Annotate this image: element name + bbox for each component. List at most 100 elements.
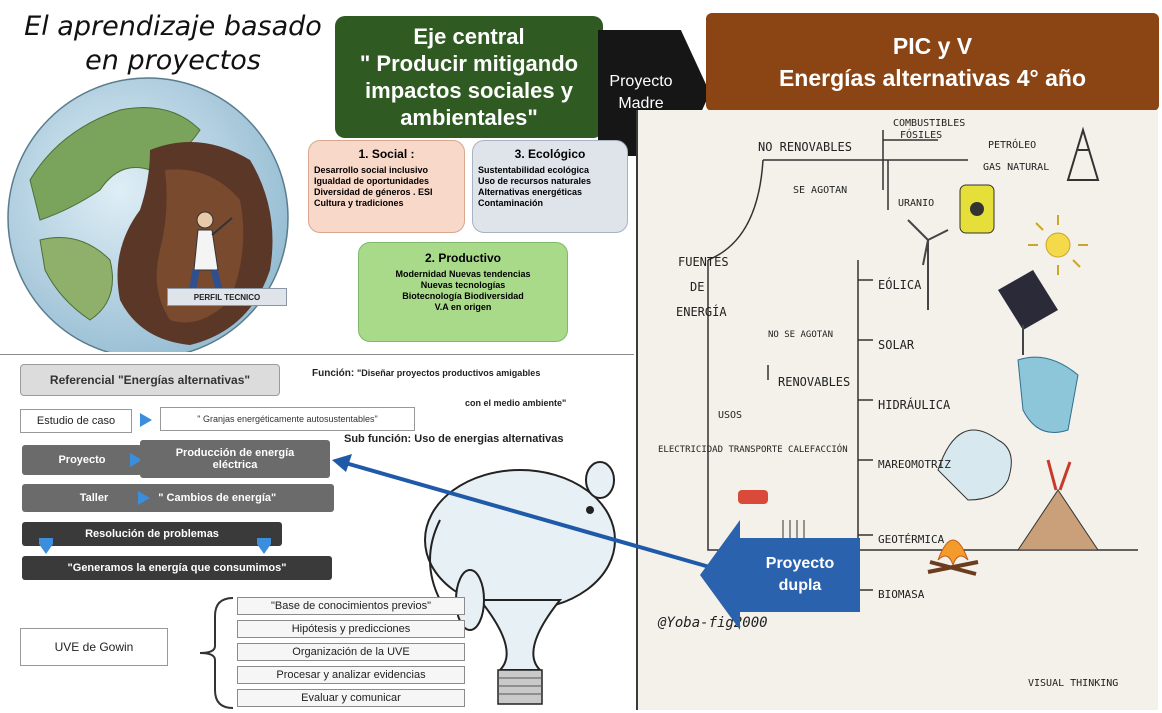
connector-arrow (332, 454, 721, 572)
ecologico-item: Sustentabilidad ecológica (478, 165, 590, 175)
sun-icon (1028, 215, 1088, 275)
eje-line2: " Producir mitigando (359, 51, 579, 76)
subfuncion-label: Sub función: (344, 433, 412, 445)
ecologico-item: Contaminación (478, 198, 544, 208)
subfuncion-text: Sub función: Uso de energias alternativa… (344, 433, 634, 445)
funcion-text: Función: "Diseñar proyectos productivos … (312, 368, 634, 379)
campfire-icon (927, 539, 979, 576)
uve-item: "Base de conocimientos previos" (237, 597, 465, 615)
arrow-down-icon (257, 538, 271, 554)
funcion-value: "Diseñar proyectos productivos amigables (357, 368, 541, 378)
oil-derrick-icon (1066, 126, 1100, 181)
productivo-item: V.A en origen (434, 302, 492, 312)
pic-line1: PIC y V (892, 33, 973, 59)
left-title-line2: en proyectos (85, 45, 261, 76)
ecologico-item: Alternativas energéticas (478, 187, 583, 197)
wave-icon (937, 429, 1012, 501)
uve-item: Organización de la UVE (237, 643, 465, 661)
poster-uranio: URANIO (898, 198, 935, 209)
perfil-tecnico-label: PERFIL TECNICO (167, 288, 287, 306)
visual-thinking-poster: NO RENOVABLES COMBUSTIBLES FÓSILES PETRÓ… (636, 110, 1158, 710)
left-title-line1: El aprendizaje basado (24, 11, 322, 42)
proyecto-value-line1: Producción de energía (175, 447, 295, 459)
poster-usos-line: ELECTRICIDAD TRANSPORTE CALEFACCIÓN (658, 445, 848, 455)
poster-no-renovables: NO RENOVABLES (758, 140, 852, 154)
proyecto-value-line2: eléctrica (212, 459, 258, 471)
poster-se-agotan: SE AGOTAN (793, 185, 848, 196)
funcion-text-cont: con el medio ambiente" (465, 398, 567, 408)
poster-gas: GAS NATURAL (983, 162, 1050, 173)
poster-fuentes-1: FUENTES (678, 255, 729, 269)
eje-line3: impactos sociales y (365, 78, 573, 103)
poster-eolica: EÓLICA (878, 278, 922, 292)
subfuncion-value: Uso de energias alternativas (414, 433, 564, 445)
productivo-box: 2. Productivo Modernidad Nuevas tendenci… (358, 242, 568, 342)
globe-illustration (7, 77, 289, 352)
dupla-line1: Proyecto (765, 555, 835, 572)
proyecto-dupla-arrow: Proyecto dupla (700, 520, 860, 630)
poster-renovables: RENOVABLES (778, 375, 851, 389)
heater-icon (782, 520, 805, 550)
dupla-line2: dupla (778, 577, 822, 594)
social-box: 1. Social : Desarrollo social inclusivo … (308, 140, 465, 233)
poster-fuentes-3: ENERGÍA (676, 305, 727, 319)
nuclear-barrel-icon (959, 184, 995, 234)
social-item: Cultura y tradiciones (314, 198, 404, 208)
pic-banner: PIC y V Energías alternativas 4° año (706, 13, 1159, 111)
social-item: Igualdad de oportunidades (314, 176, 430, 186)
taller-row: Taller " Cambios de energía" (22, 484, 334, 512)
pic-line2: Energías alternativas 4° año (778, 65, 1087, 91)
poster-geotermica: GEOTÉRMICA (878, 533, 945, 546)
poster-lines (707, 126, 1138, 591)
poster-combustibles: COMBUSTIBLES (893, 118, 966, 129)
uve-gowin-box: UVE de Gowin (20, 628, 168, 666)
social-item: Diversidad de géneros . ESI (314, 187, 433, 197)
eje-line4: ambientales" (400, 105, 538, 130)
estudio-caso-value: " Granjas energéticamente autosustentabl… (160, 407, 415, 431)
estudio-caso-label: Estudio de caso (20, 409, 132, 433)
eje-central-box: Eje central " Producir mitigando impacto… (335, 16, 603, 138)
productivo-item: Nuevas tecnologías (420, 280, 506, 290)
car-icon (738, 490, 768, 504)
arrow-down-icon (39, 538, 53, 554)
uve-item: Hipótesis y predicciones (237, 620, 465, 638)
social-item: Desarrollo social inclusivo (314, 165, 429, 175)
poster-usos: USOS (718, 410, 743, 421)
uve-item: Procesar y analizar evidencias (237, 666, 465, 684)
proyecto-value: Producción de energía eléctrica (140, 440, 330, 478)
productivo-title: 2. Productivo (424, 251, 501, 265)
ecologico-title: 3. Ecológico (514, 147, 586, 161)
poster-hidraulica: HIDRÁULICA (878, 398, 951, 412)
dupla-arrow-shape (700, 520, 860, 630)
productivo-item: Modernidad Nuevas tendencias (395, 269, 531, 279)
poster-mareomotriz: MAREOMOTRIZ (878, 458, 951, 471)
section-divider (0, 354, 634, 355)
arrow-right-icon (130, 453, 142, 467)
productivo-item: Biotecnología Biodiversidad (402, 291, 524, 301)
poster-fuentes-2: DE (690, 280, 705, 294)
ecologico-box: 3. Ecológico Sustentabilidad ecológica U… (472, 140, 628, 233)
wind-turbine-icon (907, 219, 949, 310)
resolucion-box: Resolución de problemas (22, 522, 282, 546)
poster-signature: @Yoba-fig2000 (658, 615, 768, 631)
arrow-right-icon (140, 413, 152, 427)
brace-icon (199, 597, 234, 709)
proyecto-madre-line2: Madre (618, 95, 664, 112)
proyecto-madre-line1: Proyecto (609, 73, 673, 90)
funcion-label: Función: (312, 368, 355, 379)
referencial-box: Referencial "Energías alternativas" (20, 364, 280, 396)
taller-value: " Cambios de energía" (158, 492, 277, 504)
generamos-box: "Generamos la energía que consumimos" (22, 556, 332, 580)
social-title: 1. Social : (358, 147, 415, 161)
poster-visual-thinking: VISUAL THINKING (1028, 678, 1119, 689)
waterfall-icon (1017, 356, 1079, 433)
ecologico-item: Uso de recursos naturales (478, 176, 592, 186)
solar-panel-icon (998, 270, 1058, 355)
poster-solar: SOLAR (878, 338, 915, 352)
left-title: El aprendizaje basado en proyectos (8, 10, 338, 78)
taller-label: Taller (79, 492, 109, 504)
arrow-right-icon (138, 491, 151, 505)
uve-item: Evaluar y comunicar (237, 689, 465, 707)
poster-biomasa: BIOMASA (878, 588, 925, 601)
poster-petroleo: PETRÓLEO (988, 140, 1037, 151)
